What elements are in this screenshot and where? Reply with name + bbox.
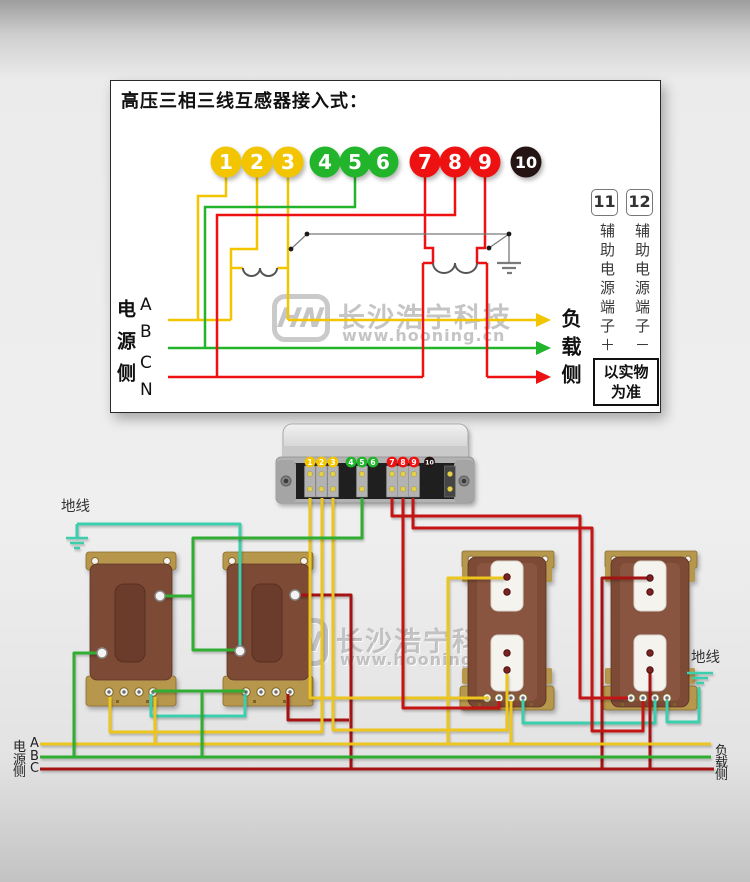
panel-wires-phase-b	[168, 177, 551, 355]
source-char: 电	[13, 740, 27, 755]
ground-wires	[66, 522, 713, 725]
svg-text:7: 7	[389, 458, 394, 467]
source-phase: A	[30, 736, 39, 751]
bus-label-source-b: 源 B	[13, 749, 39, 768]
panel-wires-phase-a	[168, 177, 551, 327]
source-phase: B	[30, 749, 39, 764]
meter-terminal-numbers: 1 2 3 4 5 6 7 8 9 10	[304, 456, 435, 468]
voltage-transformer-2	[222, 551, 314, 707]
common-ground-wire	[290, 233, 521, 275]
terminal-number: 3	[281, 150, 295, 174]
phase-b-wires	[40, 498, 711, 759]
junction-dots	[288, 231, 512, 252]
load-side-label: 负载侧	[558, 308, 582, 392]
terminal-screws	[307, 471, 453, 492]
terminal-circle-8	[439, 146, 471, 178]
schematic-panel	[110, 80, 661, 413]
load-red-wires	[40, 576, 714, 771]
ground-label-left: 地线	[61, 499, 90, 515]
watermark-url: www.hooning.cn	[340, 650, 504, 669]
source-char: 侧	[13, 765, 27, 780]
terminal-circle-4	[309, 146, 341, 178]
load-char-3: 侧	[715, 768, 729, 783]
note-line-2: 为准	[610, 383, 641, 401]
note-line-1: 以实物	[603, 363, 649, 381]
arrow-right-icon	[536, 341, 551, 355]
svg-text:3: 3	[330, 458, 335, 467]
svg-text:2: 2	[319, 458, 324, 467]
terminal-circle-7	[409, 146, 441, 178]
panel-terminal-circles: 1 2 3 4 5 6 7 8 9 10	[210, 146, 542, 178]
terminal-number: 9	[478, 150, 492, 174]
aux-terminal-12-label: 辅助电源端子－	[633, 223, 651, 356]
source-phase: C	[30, 761, 40, 776]
terminal-number: 8	[448, 150, 462, 174]
terminal-circle-6	[367, 146, 399, 178]
current-transformer-2	[602, 550, 698, 711]
terminal-number: 6	[376, 150, 390, 174]
aux-terminal-11-label: 辅助电源端子＋	[598, 223, 616, 356]
svg-text:8: 8	[400, 458, 405, 467]
terminal-circle-5	[339, 146, 371, 178]
terminal-circle-9	[469, 146, 501, 178]
ground-label-right: 地线	[691, 650, 720, 666]
watermark-logo: HN	[272, 294, 330, 342]
phase-a-label: A	[140, 295, 152, 315]
terminal-number: 2	[250, 150, 264, 174]
svg-text:4: 4	[348, 458, 353, 467]
phase-c-label: C	[140, 353, 152, 373]
load-char-1: 负	[715, 744, 729, 759]
phase-c-wires	[390, 498, 645, 733]
voltage-transformer-1	[85, 551, 177, 707]
terminal-number: 10	[515, 153, 537, 172]
phase-n-label: N	[140, 380, 153, 400]
energy-meter: 1 2 3 4 5 6 7 8 9 10	[275, 423, 475, 504]
source-char: 源	[13, 753, 27, 768]
terminal-circle-1	[210, 146, 242, 178]
svg-text:5: 5	[359, 458, 364, 467]
arrow-right-icon	[536, 370, 551, 384]
source-side-label: 电源侧	[114, 299, 136, 395]
phase-b-label: B	[140, 322, 152, 342]
ct-coil-symbols	[242, 262, 478, 277]
phase-a-wires	[40, 498, 711, 746]
terminal-circle-2	[241, 146, 273, 178]
bus-label-source-c: 侧 C	[13, 761, 39, 780]
terminal-number: 7	[418, 150, 432, 174]
terminal-number: 5	[348, 150, 362, 174]
arrow-right-icon	[536, 313, 551, 327]
page-title: 高压三相三线互感器接入式：	[121, 91, 368, 112]
terminal-number: 1	[219, 150, 233, 174]
aux-terminal-11-badge: 11	[591, 189, 618, 216]
aux-terminal-12-badge: 12	[626, 189, 653, 216]
panel-wires-phase-c	[168, 177, 551, 384]
current-transformer-1	[459, 550, 555, 711]
terminal-number: 4	[318, 150, 332, 174]
terminal-circle-3	[272, 146, 304, 178]
load-char-2: 载	[715, 756, 729, 771]
svg-text:6: 6	[370, 458, 375, 467]
bus-label-source-a: 电 A	[13, 736, 39, 755]
terminal-circle-10	[510, 146, 542, 178]
note-box: 以实物 为准	[593, 358, 659, 406]
svg-text:9: 9	[411, 458, 416, 467]
svg-text:10: 10	[425, 460, 434, 467]
transformer-terminals	[96, 573, 654, 674]
svg-text:1: 1	[307, 458, 312, 467]
